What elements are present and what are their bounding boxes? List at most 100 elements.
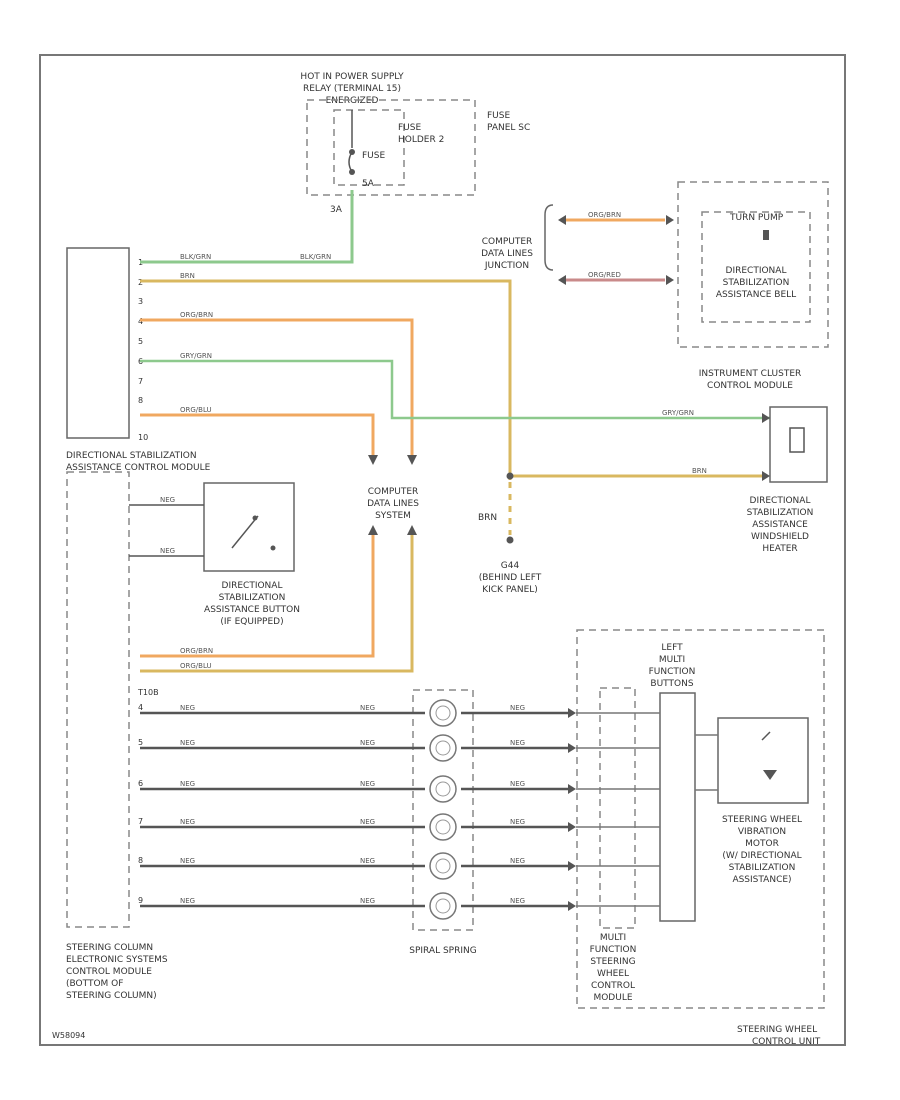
splice-dot [506, 472, 514, 480]
steering-column-label-5: STEERING COLUMN) [66, 991, 157, 1001]
cable-wire-label-a: NEG [180, 780, 195, 788]
ground-label-2: (BEHIND LEFT [479, 573, 542, 583]
hot-in-label-3: ENERGIZED [326, 96, 379, 106]
cluster-label-2: CONTROL MODULE [707, 381, 793, 391]
cluster-label-1: INSTRUMENT CLUSTER [699, 369, 802, 379]
heater-label-1: DIRECTIONAL [750, 496, 811, 506]
mf-module-label-5: CONTROL [591, 981, 635, 991]
motor-icon [763, 770, 777, 780]
left-mf-label-1: LEFT [661, 643, 683, 653]
steering-wheel-unit-label-2: CONTROL UNIT [752, 1037, 821, 1047]
spring-coil-icon [429, 775, 457, 803]
cable-wire-label-c: NEG [510, 780, 525, 788]
wire-org-brn-lower [140, 535, 375, 658]
cable-wire-row-1: 4 NEG NEG NEG [138, 699, 576, 727]
cdl-junction-top-1: COMPUTER [482, 237, 533, 247]
cable-arrow [568, 861, 576, 871]
steering-column-label-2: ELECTRONIC SYSTEMS [66, 955, 168, 965]
cable-wire-label-c: NEG [510, 739, 525, 747]
wire-label-org-blu-lower: ORG/BLU [180, 662, 212, 670]
fuse-panel-label-2: PANEL SC [487, 123, 530, 133]
left-mf-buttons-box [659, 692, 696, 922]
cable-arrow [568, 743, 576, 753]
cable-wire-label-b: NEG [360, 897, 375, 905]
spring-coil-inner [435, 705, 451, 721]
dsa-module-label-1: DIRECTIONAL STABILIZATION [66, 451, 197, 461]
wire-label-brn-heater: BRN [692, 467, 707, 475]
cdl-junction-top-2: DATA LINES [481, 249, 533, 259]
hot-in-label-2: RELAY (TERMINAL 15) [303, 84, 401, 94]
heater-label-3: ASSISTANCE [752, 520, 808, 530]
spring-coil-icon [429, 813, 457, 841]
cable-pin: 7 [138, 817, 143, 826]
cable-wire-row-6: 9 NEG NEG NEG [138, 892, 576, 920]
ground-label-3: KICK PANEL) [482, 585, 538, 595]
module-pin-7: 7 [138, 377, 143, 386]
wire-label-blk-grn-1: BLK/GRN [180, 253, 211, 261]
cable-pin: 9 [138, 896, 143, 905]
left-mf-label-2: MULTI [659, 655, 685, 665]
spring-coil-inner [435, 781, 451, 797]
junction-bracket [544, 204, 554, 271]
instrument-cluster-outline [677, 181, 829, 348]
ground-label-1: G44 [501, 561, 520, 571]
module-pin-3: 3 [138, 297, 143, 306]
spring-coil-icon [429, 852, 457, 880]
heater-label-2: STABILIZATION [747, 508, 814, 518]
junction-arrow-lower-left [368, 525, 378, 535]
steering-column-label-4: (BOTTOM OF [66, 979, 123, 989]
figure-code: W58094 [52, 1031, 85, 1040]
wire-label-org-red-cluster: ORG/RED [588, 271, 621, 279]
spring-coil-inner [435, 740, 451, 756]
dsa-button-label-4: (IF EQUIPPED) [220, 617, 283, 627]
spiral-spring-outline [412, 689, 474, 931]
dsa-bell-label-2: STABILIZATION [723, 278, 790, 288]
left-mf-label-4: BUTTONS [650, 679, 693, 689]
left-mf-label-3: FUNCTION [649, 667, 696, 677]
steering-column-label-1: STEERING COLUMN [66, 943, 153, 953]
cdl-arrow-2 [558, 275, 566, 285]
ground-icon [506, 536, 514, 544]
fuse-pin-label: 3A [330, 205, 343, 215]
wire-org-brn [140, 318, 414, 455]
cable-arrow [568, 822, 576, 832]
cdl-arrow-1 [558, 215, 566, 225]
cluster-arrow-1 [666, 215, 674, 225]
module-pin-5: 5 [138, 337, 143, 346]
fuse-holder-label-2: HOLDER 2 [398, 135, 444, 145]
cable-arrow [568, 708, 576, 718]
cable-wire-label-b: NEG [360, 704, 375, 712]
dsa-button-wire-label-2: NEG [160, 547, 175, 555]
wire-blk-grn [140, 190, 354, 264]
wire-label-brn-1: BRN [180, 272, 195, 280]
cable-wire-label-b: NEG [360, 739, 375, 747]
bell-icon [763, 230, 769, 240]
wire-label-org-blu: ORG/BLU [180, 406, 212, 414]
cable-arrow [568, 901, 576, 911]
cable-wire-label-b: NEG [360, 857, 375, 865]
heater-label-5: HEATER [762, 544, 797, 554]
junction-arrow-right [407, 455, 417, 465]
cable-wire-row-4: 7 NEG NEG NEG [138, 813, 576, 841]
cable-wire-label-c: NEG [510, 857, 525, 865]
spiral-spring-label: SPIRAL SPRING [409, 946, 476, 956]
cable-wire-label-c: NEG [510, 704, 525, 712]
heater-element-icon [789, 427, 805, 453]
cable-wire-label-a: NEG [180, 857, 195, 865]
junction-arrow-left [368, 455, 378, 465]
dsa-button-wire-label-1: NEG [160, 496, 175, 504]
mf-module-label-4: WHEEL [597, 969, 629, 979]
wire-brn-module [140, 279, 512, 480]
mf-module-label-6: MODULE [593, 993, 632, 1003]
vibration-motor-box [717, 717, 809, 804]
vibration-label-3: MOTOR [745, 839, 779, 849]
cluster-arrow-2 [666, 275, 674, 285]
cdl-system-label-3: SYSTEM [375, 511, 411, 521]
steering-wheel-unit-label-1: STEERING WHEEL [737, 1025, 817, 1035]
vibration-label-2: VIBRATION [738, 827, 786, 837]
spring-coil-inner [435, 819, 451, 835]
cable-pin: 4 [138, 703, 143, 712]
steering-wheel-unit-outline [576, 629, 825, 1009]
cable-wire-label-c: NEG [510, 897, 525, 905]
